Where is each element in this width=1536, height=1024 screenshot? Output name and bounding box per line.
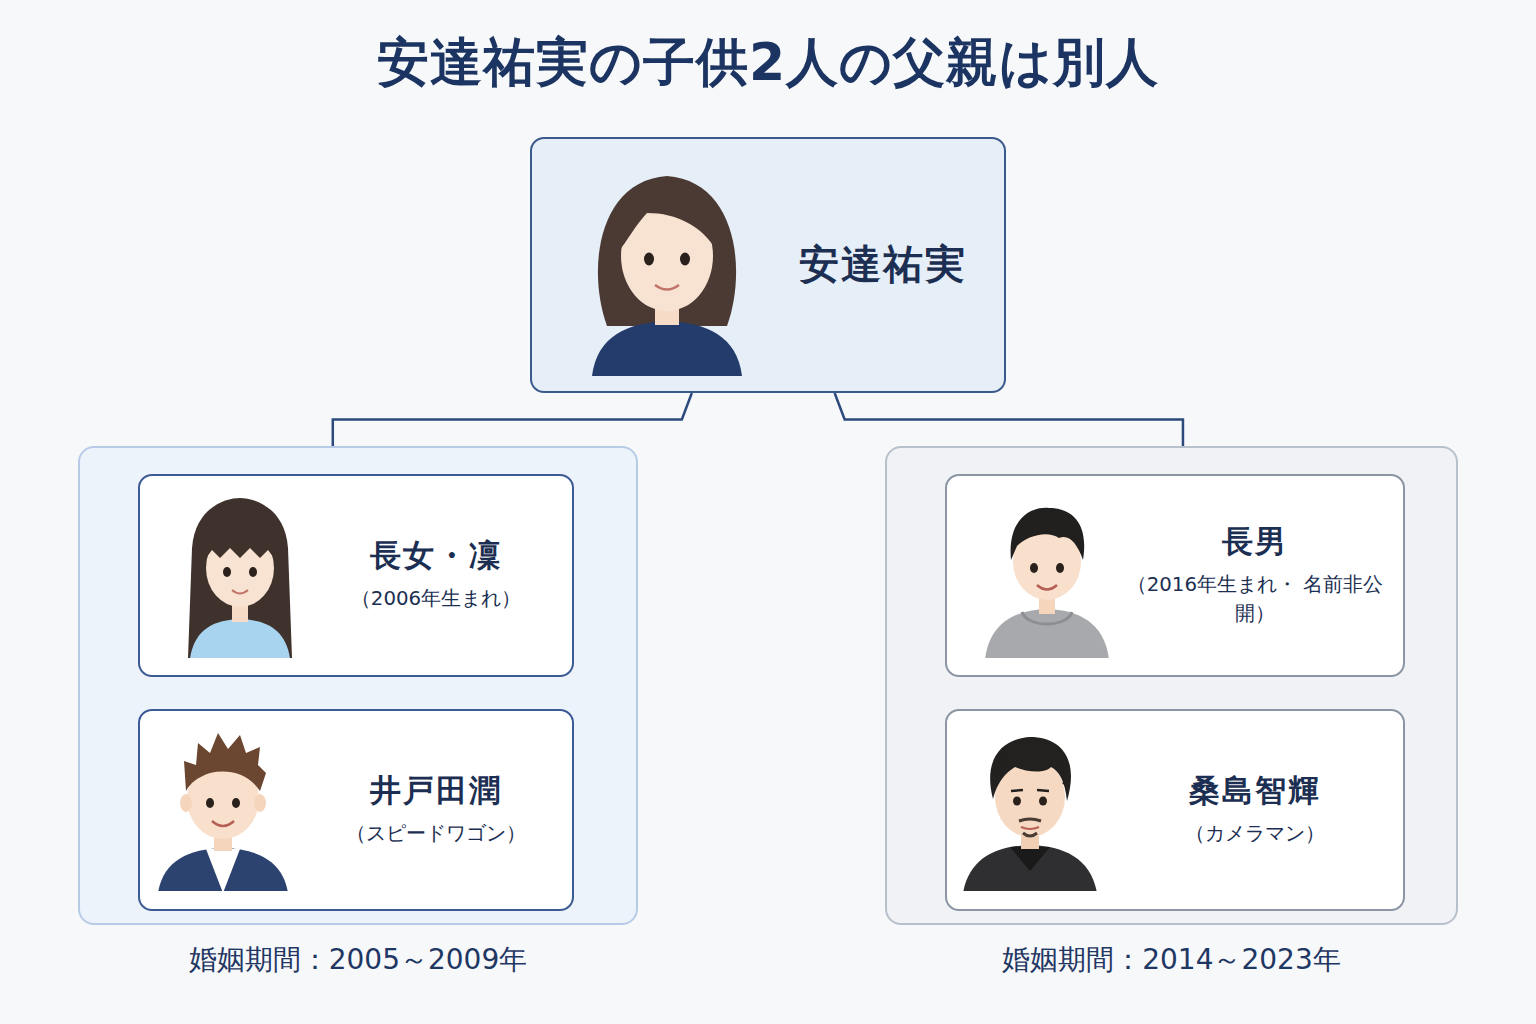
text-column: 長女・凜 （2006年生まれ）	[300, 476, 572, 675]
person-name: 井戸田潤	[370, 772, 502, 810]
kuwashima-avatar	[955, 721, 1105, 891]
mother-avatar	[567, 151, 767, 376]
child-box: 長女・凜 （2006年生まれ）	[138, 474, 574, 677]
person-name: 長男	[1222, 523, 1288, 561]
marriage-period: 婚姻期間：2005～2009年	[80, 941, 636, 979]
mother-box: 安達祐実	[530, 137, 1006, 393]
son-avatar	[977, 488, 1117, 658]
title: 安達祐実の子供2人の父親は別人	[0, 28, 1536, 98]
family-line	[333, 393, 692, 446]
family-line	[835, 393, 1183, 446]
person-note: （2006年生まれ）	[351, 585, 521, 614]
daughter-avatar	[170, 488, 310, 658]
person-note: （2016年生まれ・ 名前非公開）	[1113, 571, 1397, 628]
father-box: 井戸田潤 （スピードワゴン）	[138, 709, 574, 911]
person-name: 長女・凜	[370, 537, 502, 575]
child-box: 長男 （2016年生まれ・ 名前非公開）	[945, 474, 1405, 677]
person-name: 安達祐実	[799, 240, 967, 289]
person-note: （スピードワゴン）	[346, 820, 526, 849]
father-box: 桑島智輝 （カメラマン）	[945, 709, 1405, 911]
ida-avatar	[148, 721, 298, 891]
person-name: 桑島智輝	[1189, 772, 1321, 810]
text-column: 井戸田潤 （スピードワゴン）	[300, 711, 572, 909]
person-note: （カメラマン）	[1185, 820, 1325, 849]
text-column: 長男 （2016年生まれ・ 名前非公開）	[1107, 476, 1403, 675]
marriage-period: 婚姻期間：2014～2023年	[887, 941, 1456, 979]
text-column: 安達祐実	[762, 139, 1004, 391]
marriage-panel: 婚姻期間：2005～2009年 長女・凜（2006年生まれ） 井戸田潤（スピード…	[78, 446, 638, 925]
marriage-panel: 婚姻期間：2014～2023年 長男（2016年生まれ・ 名前非公開） 桑島智輝…	[885, 446, 1458, 925]
text-column: 桑島智輝 （カメラマン）	[1107, 711, 1403, 909]
